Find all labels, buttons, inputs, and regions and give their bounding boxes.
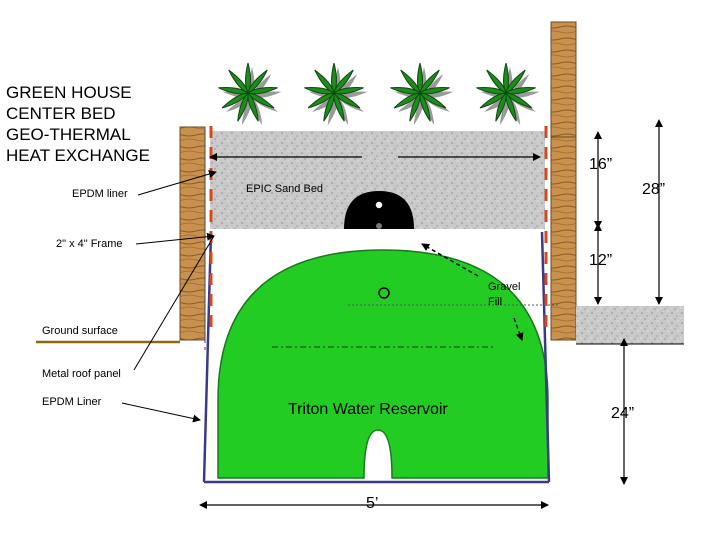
plant-leaf: [237, 91, 249, 122]
plant-leaf: [218, 87, 250, 95]
plant-leaf: [333, 91, 345, 122]
tunnel-pipe-dot-icon: [376, 223, 382, 229]
plant-icon: [304, 62, 368, 126]
gravel-pad: [576, 306, 684, 344]
sand-bed-tunnel: [344, 191, 414, 229]
plant-leaf: [221, 92, 249, 109]
callout-metal-roof-panel: [133, 235, 215, 371]
callout-frame: [135, 232, 215, 245]
callout-epdm-liner-bottom: [121, 402, 201, 423]
left-wood-post: [179, 126, 206, 341]
diagram-title: GREEN HOUSE CENTER BED GEO-THERMAL HEAT …: [6, 82, 176, 166]
plant-leaf: [333, 92, 361, 109]
label-frame: 2" x 4" Frame: [56, 238, 123, 250]
right-wood-post-upper: [550, 21, 577, 138]
plant-leaf: [331, 62, 337, 95]
dimension-5ft: 5’: [366, 495, 379, 512]
plant-leaf: [486, 69, 507, 94]
plant-leaf: [304, 87, 336, 95]
dimension-24in: 24”: [611, 405, 635, 422]
plant-leaf: [400, 69, 421, 94]
label-metal-roof-panel: Metal roof panel: [42, 368, 121, 380]
plant-leaf: [505, 91, 517, 122]
plant-leaf: [419, 69, 440, 94]
plant-leaf: [332, 87, 364, 95]
label-gravel-fill-1: Gravel: [488, 281, 521, 293]
plant-leaf: [505, 92, 533, 109]
plant-leaf: [476, 87, 508, 95]
callout-gravel-up: [421, 243, 479, 277]
title-line: GREEN HOUSE: [6, 83, 132, 102]
plant-leaf: [503, 62, 509, 95]
right-wood-post-lower: [550, 136, 577, 341]
plant-leaf: [409, 91, 421, 122]
plant-leaf: [419, 91, 431, 122]
plant-leaf: [505, 69, 526, 94]
plant-leaf: [307, 92, 335, 109]
reservoir-port-icon: [378, 287, 390, 299]
plant-leaf: [246, 87, 278, 95]
plants-group: [218, 62, 540, 126]
plant-leaf: [390, 87, 422, 95]
plant-leaf: [418, 87, 450, 95]
label-gravel-fill-2: Fill: [488, 296, 503, 308]
plant-leaf: [245, 62, 251, 95]
liner-right-wall: [540, 231, 551, 483]
tunnel-pipe-icon: [374, 200, 384, 210]
callout-gravel-down: [513, 317, 524, 341]
plant-leaf: [323, 91, 335, 122]
dimension-28in: 28”: [642, 181, 666, 198]
dimension-16in: 16”: [589, 156, 613, 173]
plant-leaf: [314, 69, 335, 94]
title-line: HEAT EXCHANGE: [6, 146, 150, 165]
plant-icon: [390, 62, 454, 126]
label-ground-surface: Ground surface: [42, 325, 118, 337]
water-reservoir-dome: [217, 249, 549, 479]
plant-leaf: [479, 92, 507, 109]
plant-leaf: [247, 91, 259, 122]
label-epdm-liner-bottom: EPDM Liner: [42, 396, 102, 408]
label-epic-sand-bed: EPIC Sand Bed: [246, 183, 324, 195]
plant-leaf: [417, 62, 423, 95]
title-line: GEO-THERMAL: [6, 125, 131, 144]
label-epdm-liner-top: EPDM liner: [72, 188, 128, 200]
plant-leaf: [247, 69, 268, 94]
plant-icon: [476, 62, 540, 126]
plant-leaf: [228, 69, 249, 94]
callout-epdm-liner-top: [137, 170, 217, 196]
dimension-12in: 12”: [589, 252, 613, 269]
plant-leaf: [419, 92, 447, 109]
plant-leaf: [504, 87, 536, 95]
label-reservoir: Triton Water Reservoir: [288, 401, 448, 418]
plant-leaf: [247, 92, 275, 109]
plant-icon: [218, 62, 282, 126]
plant-leaf: [333, 69, 354, 94]
title-line: CENTER BED: [6, 104, 116, 123]
plant-leaf: [393, 92, 421, 109]
plant-leaf: [495, 91, 507, 122]
